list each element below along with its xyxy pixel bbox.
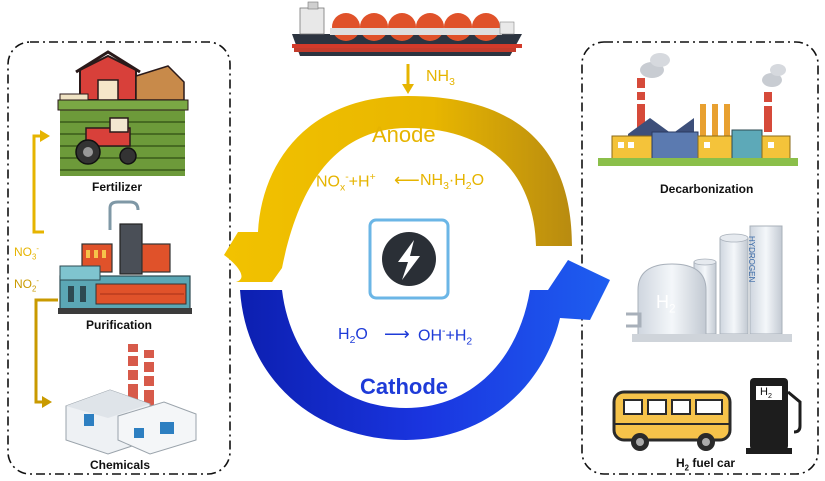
cathode-arrow-symbol: ⟶ xyxy=(384,324,410,344)
fuel-pump-icon xyxy=(746,378,802,454)
cathode-label: Cathode xyxy=(360,374,448,399)
anode-arrow xyxy=(224,96,572,282)
no3-label: NO3- xyxy=(14,244,39,262)
anode-arrow-symbol: ⟵ xyxy=(394,170,420,190)
purification-label: Purification xyxy=(86,318,153,332)
anode-equation: NOx-+H+ xyxy=(316,172,376,194)
no2-label: NO2- xyxy=(14,276,39,294)
chemical-plant-icon xyxy=(65,344,197,455)
hydrogen-tower-text: HYDROGEN xyxy=(747,236,756,283)
anode-equation-right: NH3·H2O xyxy=(420,172,485,193)
h2-tank-label: H2 xyxy=(656,292,676,316)
lightning-icon xyxy=(368,218,450,300)
right-panel-border xyxy=(581,41,819,475)
cathode-equation-right: OH-+H2 xyxy=(418,326,473,348)
tractor-icon xyxy=(75,117,137,165)
nh3-input-arrow xyxy=(402,84,414,94)
cargo-ship-icon xyxy=(292,1,522,56)
power-plant-icon xyxy=(598,53,798,166)
loop-arrow-down xyxy=(42,396,52,408)
chemicals-label: Chemicals xyxy=(90,458,151,472)
anode-label: Anode xyxy=(372,122,436,147)
cathode-arrow xyxy=(240,260,610,440)
h2-fuel-car-label: H2 fuel car xyxy=(676,456,736,473)
hydrogen-tank-icon xyxy=(626,225,792,342)
nh3-input-label: NH3 xyxy=(426,68,455,89)
fertilizer-label: Fertilizer xyxy=(92,180,143,194)
pump-h2-label: H2 xyxy=(760,386,772,401)
decarbonization-label: Decarbonization xyxy=(660,182,754,196)
bus-icon xyxy=(612,390,732,451)
cathode-equation: H2O xyxy=(338,326,368,347)
loop-arrow-up xyxy=(40,130,50,142)
factory-icon xyxy=(58,200,192,314)
